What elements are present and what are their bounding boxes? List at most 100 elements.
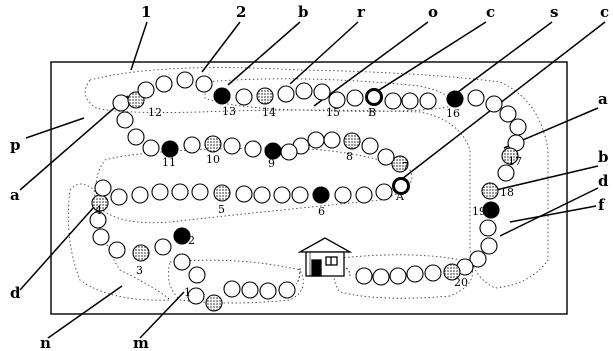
board-space: [480, 220, 496, 236]
space-number-2: 2: [188, 234, 195, 247]
ring-marker-space: [367, 90, 382, 105]
space-number-3: 3: [136, 264, 143, 277]
leader-b-top: [228, 22, 300, 85]
board-space: [242, 282, 258, 298]
space-number-18: 18: [500, 186, 514, 199]
callout-s: s: [550, 3, 558, 21]
board-space: [156, 76, 172, 92]
board-space: [378, 149, 394, 165]
leader-1: [131, 22, 147, 70]
marker-B: B: [368, 106, 376, 119]
leader-d-left: [20, 198, 102, 290]
board-space: [468, 90, 484, 106]
leader-s: [458, 22, 552, 92]
board-space: [481, 238, 497, 254]
space-number-19: 19: [472, 205, 486, 218]
board-space: [189, 267, 205, 283]
board-space: [279, 282, 295, 298]
board-space: [314, 84, 330, 100]
board-space: [402, 93, 418, 109]
space-number-20: 20: [454, 276, 468, 289]
board-space: [245, 141, 261, 157]
board-space: [376, 184, 392, 200]
leader-a-left: [20, 96, 128, 190]
space-number-5: 5: [218, 203, 225, 216]
board-space: [373, 269, 389, 285]
board-space: [236, 89, 252, 105]
board-space: [296, 83, 312, 99]
filled-space: [313, 187, 329, 203]
board-space: [390, 268, 406, 284]
shaded-space: [257, 88, 273, 104]
space-number-15: 15: [326, 106, 340, 119]
board-space: [324, 132, 340, 148]
board-space: [510, 119, 526, 135]
board-space: [93, 229, 109, 245]
board-space: [224, 138, 240, 154]
board-space: [292, 187, 308, 203]
board-space: [425, 265, 441, 281]
board-space: [224, 281, 240, 297]
board-space: [155, 239, 171, 255]
leader-r: [290, 22, 358, 84]
board-space: [236, 186, 252, 202]
board-space: [486, 96, 502, 112]
board-space: [172, 184, 188, 200]
callout-m: m: [133, 334, 149, 351]
leader-c-top1: [376, 22, 486, 92]
shaded-space: [133, 245, 149, 261]
board-space: [362, 138, 378, 154]
board-space: [177, 72, 193, 88]
board-space: [281, 144, 297, 160]
board-space: [109, 242, 125, 258]
leader-n: [48, 286, 122, 338]
board-space: [260, 283, 276, 299]
space-number-4: 4: [95, 204, 102, 217]
board-space: [278, 86, 294, 102]
shaded-space: [344, 133, 360, 149]
board-space: [356, 268, 372, 284]
board-space: [385, 93, 401, 109]
marker-A: A: [395, 190, 405, 203]
board-space: [192, 184, 208, 200]
board-space: [138, 82, 154, 98]
board-space: [152, 184, 168, 200]
space-number-1: 1: [184, 286, 191, 299]
callout-labels: 1 2 b r o c s c a b d f p a d n m: [10, 3, 609, 351]
filled-space: [214, 88, 230, 104]
board-space: [308, 132, 324, 148]
board-space: [196, 76, 212, 92]
callout-d-left: d: [10, 284, 21, 302]
callout-c-top1: c: [486, 3, 495, 21]
callout-2: 2: [236, 3, 246, 21]
callout-c-top2: c: [600, 3, 609, 21]
contour-middle: [96, 148, 412, 223]
space-number-14: 14: [262, 106, 276, 119]
leader-f: [510, 206, 596, 222]
board-space: [420, 93, 436, 109]
space-number-12: 12: [148, 106, 162, 119]
board-space: [113, 95, 129, 111]
space-number-8: 8: [346, 150, 353, 163]
callout-p: p: [10, 136, 21, 154]
leader-p: [26, 118, 84, 138]
shaded-space: [214, 185, 230, 201]
callout-a-left: a: [10, 186, 20, 204]
board-space: [347, 90, 363, 106]
filled-space: [162, 141, 178, 157]
callout-r: r: [357, 3, 366, 21]
space-number-9: 9: [268, 157, 275, 170]
shaded-space: [205, 136, 221, 152]
callout-1: 1: [141, 3, 151, 21]
space-number-11: 11: [162, 156, 176, 169]
callout-a-right: a: [598, 90, 608, 108]
space-number-7: 7: [402, 160, 409, 173]
board-space: [117, 112, 133, 128]
space-number-10: 10: [206, 153, 220, 166]
space-number-6: 6: [318, 205, 325, 218]
leader-lines: [20, 22, 605, 338]
house-icon: [300, 238, 350, 276]
board-space: [174, 254, 190, 270]
